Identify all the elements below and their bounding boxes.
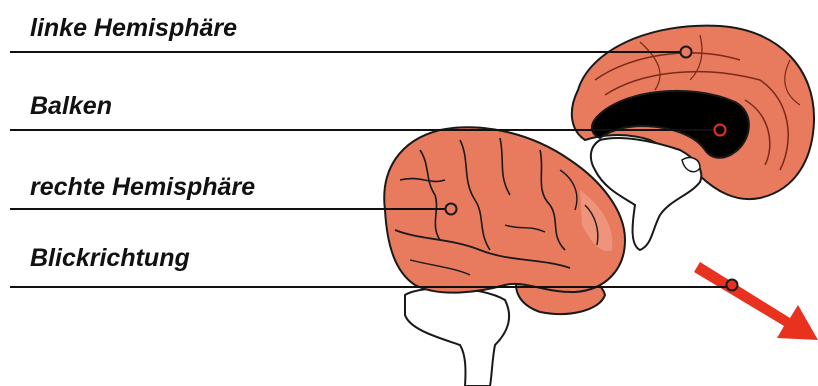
marker-rechte — [446, 204, 457, 215]
marker-balken — [715, 125, 726, 136]
lateral-hemisphere-view — [384, 127, 625, 386]
label-linke-hemisphaere: linke Hemisphäre — [30, 16, 237, 41]
label-rechte-hemisphaere: rechte Hemisphäre — [30, 175, 255, 200]
label-balken: Balken — [30, 94, 112, 119]
marker-linke — [681, 47, 692, 58]
gaze-direction-arrow — [694, 262, 818, 340]
marker-blick — [727, 280, 738, 291]
label-blickrichtung: Blickrichtung — [30, 246, 190, 271]
brainstem-lateral — [405, 288, 509, 386]
